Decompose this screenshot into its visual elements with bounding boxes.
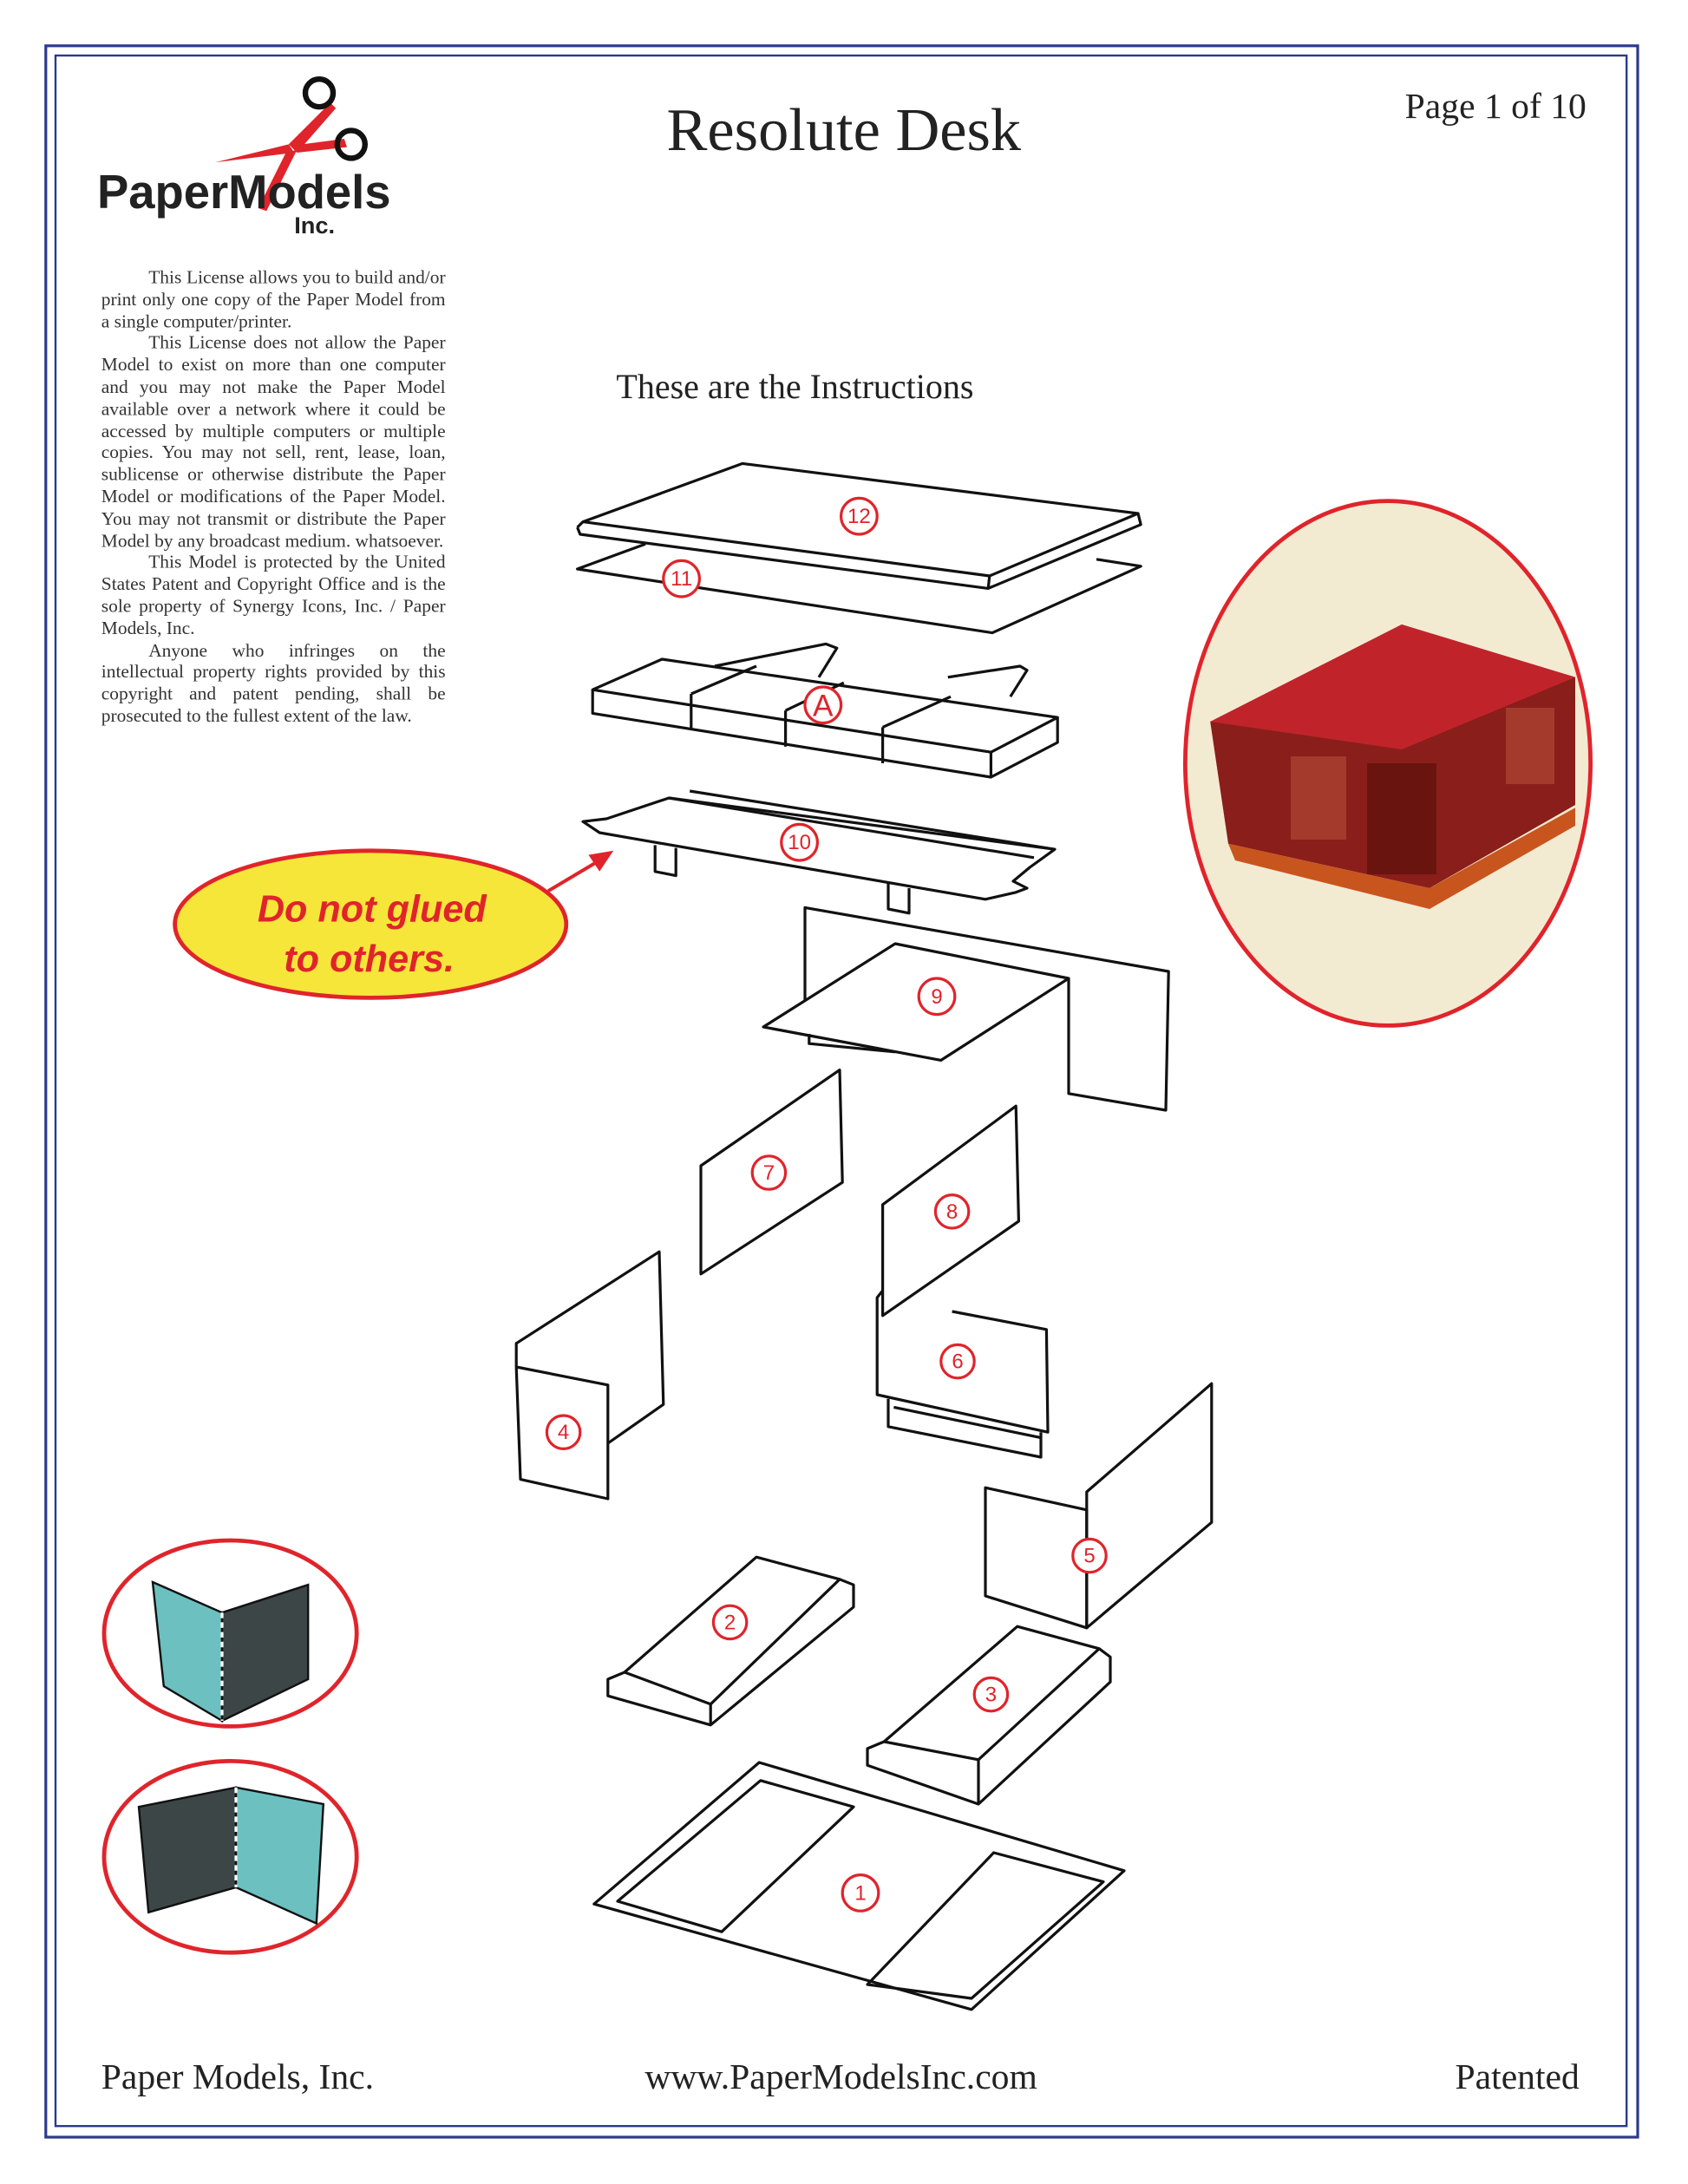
part-9 [762, 906, 1170, 1112]
exploded-assembly-diagram [514, 461, 1214, 2011]
finished-model-photo [1183, 499, 1593, 1028]
license-text: This License allows you to build and/or … [101, 266, 446, 727]
logo-text: PaperModels [97, 166, 391, 219]
part-labels [545, 496, 1108, 1913]
part-1 [592, 1761, 1126, 2011]
label-1: 1 [854, 1881, 866, 1905]
part-3 [866, 1625, 1112, 1806]
label-3: 3 [985, 1684, 997, 1707]
label-6: 6 [952, 1350, 963, 1374]
footer-company: Paper Models, Inc. [101, 2056, 375, 2097]
page-indicator: Page 1 of 10 [1404, 86, 1587, 127]
label-7: 7 [763, 1161, 775, 1185]
label-11: 11 [671, 567, 692, 591]
label-12: 12 [847, 505, 871, 528]
label-10: 10 [788, 831, 811, 854]
page-title: Resolute Desk [666, 95, 1022, 164]
arrow-icon [588, 850, 614, 872]
part-4 [514, 1250, 665, 1501]
instructions-heading: These are the Instructions [616, 369, 974, 407]
part-10 [581, 789, 1057, 915]
fold-diagram-valley [101, 1538, 359, 1729]
part-5 [984, 1382, 1214, 1630]
part-2 [606, 1555, 855, 1727]
license-paragraph: Anyone who infringes on the intellectual… [101, 638, 446, 726]
logo-inc: Inc. [294, 212, 335, 239]
label-8: 8 [946, 1200, 958, 1224]
license-paragraph: This License does not allow the Paper Mo… [101, 332, 446, 551]
part-7 [699, 1069, 844, 1276]
label-A: A [813, 690, 834, 723]
callout-line-2: to others. [284, 938, 455, 980]
label-9: 9 [931, 985, 942, 1009]
callout-bubble: Do not glued to others. [173, 848, 614, 1000]
footer-patent: Patented [1455, 2056, 1580, 2097]
fold-diagram-mountain [101, 1759, 359, 1955]
page-border [44, 44, 1639, 2139]
logo-scissors-icon [215, 76, 369, 212]
license-paragraph: This Model is protected by the United St… [101, 551, 446, 638]
part-8 [881, 1104, 1021, 1318]
footer-website: www.PaperModelsInc.com [644, 2056, 1037, 2097]
part-11 [576, 542, 1142, 635]
part-6 [875, 1290, 1050, 1459]
label-4: 4 [558, 1421, 569, 1444]
label-2: 2 [724, 1611, 736, 1634]
label-5: 5 [1083, 1545, 1095, 1568]
license-paragraph: This License allows you to build and/or … [101, 266, 446, 331]
callout-line-1: Do not glued [258, 888, 487, 930]
